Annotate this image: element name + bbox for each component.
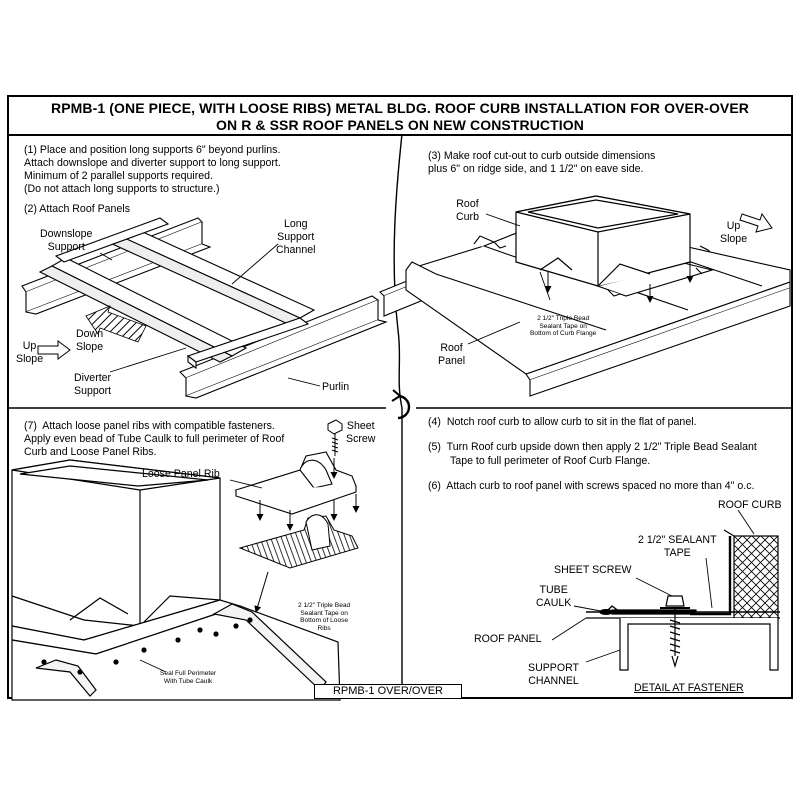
panel1-step1-line1: (1) Place and position long supports 6" … [24,144,281,156]
frame-left [7,95,9,699]
detail-sealant-tape-label: 2 1/2" SEALANT TAPE [638,534,717,559]
detail-support-channel-label: SUPPORT CHANNEL [528,662,580,687]
title-line-1: RPMB-1 (ONE PIECE, WITH LOOSE RIBS) META… [50,100,750,116]
panel2-step3-line1: (3) Make roof cut-out to curb outside di… [428,150,656,162]
drawing-title: RPMB-1 (ONE PIECE, WITH LOOSE RIBS) META… [0,100,800,134]
panel2-drop-arrows [544,262,694,303]
rotation-arrow-icon [391,389,411,420]
panel1-step1-line4: (Do not attach long supports to structur… [24,183,220,195]
panel3-step7-line2: Apply even bead of Tube Caulk to full pe… [24,433,285,445]
sealant-tape-drawing [238,514,359,569]
downslope-support-label: Downslope Support [40,228,93,253]
down-slope-label: Down Slope [76,328,104,353]
detail-sheet-screw-label: SHEET SCREW [554,564,632,576]
frame-top [7,95,793,97]
drawing-tag: RPMB-1 OVER/OVER [314,684,462,699]
detail-tube-caulk-label: TUBE CAULK [536,584,572,609]
down-slope-arrow-icon [85,305,147,343]
purlin-label: Purlin [322,381,350,393]
panel3-sealant-tape-label: 2 1/2" Triple Bead Sealant Tape on Botto… [298,602,351,632]
panel3-step7-line3: Curb and Loose Panel Ribs. [24,446,157,458]
panel3-step7-line1: (7) Attach loose panel ribs with compati… [24,420,275,432]
long-support-channel-label: Long Support Channel [276,218,316,256]
panel4-step4: (4) Notch roof curb to allow curb to sit… [428,416,697,428]
panel2-roof-panel-label: Roof Panel [438,342,466,367]
panel4-step5-line1: (5) Turn Roof curb upside down then appl… [428,441,757,453]
loose-panel-rib-label: Loose Panel Rib [142,468,220,480]
panel1-leaders [99,243,321,387]
panel4-step5-line2: Tape to full perimeter of Roof Curb Flan… [450,455,651,467]
panel4-step6: (6) Attach curb to roof panel with screw… [428,480,755,492]
detail-leaders [551,509,755,663]
fastener-detail-drawing [586,529,780,671]
fastener-dots [41,617,253,675]
panel1-up-slope-arrow-icon [37,340,71,360]
panel2-step3-line2: plus 6" on ridge side, and 1 1/2" on eav… [428,163,644,175]
detail-roof-panel-label: ROOF PANEL [474,633,542,645]
detail-title: DETAIL AT FASTENER [634,682,744,694]
panel2-up-slope-arrow-icon [739,212,773,233]
roof-curb-drawing [515,195,711,287]
loose-panel-rib-drawing [234,451,357,515]
panel3-leaders [139,479,263,673]
sheet-screw-icon [327,419,343,456]
panel1-step1-line3: Minimum of 2 parallel supports required. [24,170,214,182]
panel1-step2: (2) Attach Roof Panels [24,203,130,215]
curb-corner-drawing [11,459,341,701]
panel1-step1-line2: Attach downslope and diverter support to… [24,157,281,169]
panel2-roof-curb-label: Roof Curb [456,198,479,223]
seal-full-perimeter-label: Seal Full Perimeter With Tube Caulk [160,670,217,685]
detail-roof-curb-label: ROOF CURB [718,499,782,511]
title-divider [7,134,793,136]
panel3-sheet-screw-label: Sheet Screw [346,420,376,445]
title-line-2: ON R & SSR ROOF PANELS ON NEW CONSTRUCTI… [216,117,584,133]
panel3-drop-arrows [254,458,360,613]
diverter-support-label: Diverter Support [74,372,112,397]
frame-right [791,95,793,699]
panel2-leaders [467,213,551,345]
panel1-up-slope-label: Up Slope [16,340,44,365]
panel2-sealant-tape-label: 2 1/2" Triple Bead Sealant Tape on Botto… [530,315,597,338]
panel2-up-slope-label: Up Slope [720,220,748,245]
panel1-framing [21,217,388,399]
